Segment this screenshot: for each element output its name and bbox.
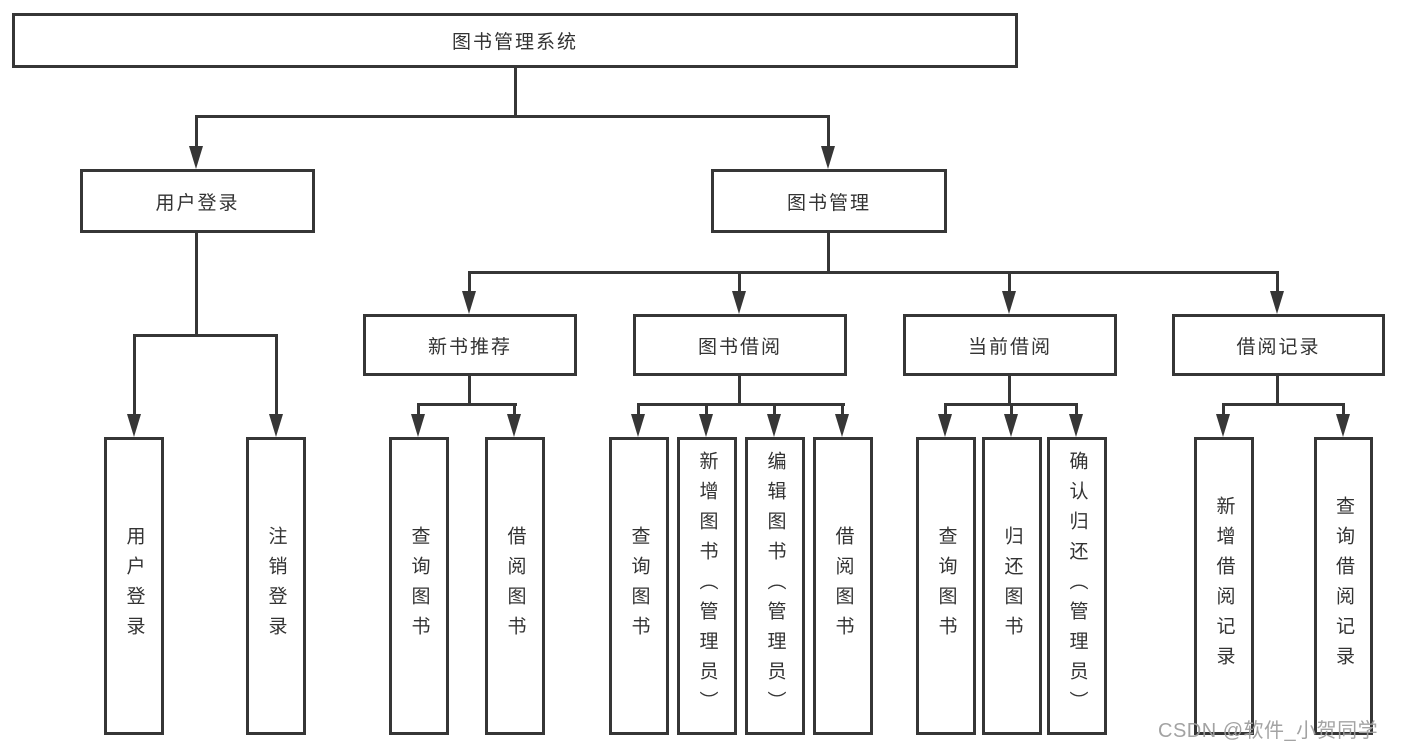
connector-line xyxy=(1075,403,1078,416)
arrowhead xyxy=(1004,414,1018,437)
arrowhead xyxy=(699,414,713,437)
node-label: 新增图书（管理员） xyxy=(696,451,718,721)
connector-line xyxy=(468,271,1279,274)
node-label: 用户登录 xyxy=(123,526,145,646)
node-label: 图书借阅 xyxy=(697,336,782,358)
node-label: 新书推荐 xyxy=(427,336,512,358)
connector-line xyxy=(827,115,830,147)
node-leaf-query-books-current: 查询图书 xyxy=(916,437,976,735)
node-new-book-recommendation: 新书推荐 xyxy=(363,314,577,376)
arrowhead xyxy=(631,414,645,437)
node-leaf-add-books-admin: 新增图书（管理员） xyxy=(677,437,737,735)
node-label: 确认归还（管理员） xyxy=(1066,451,1088,721)
node-leaf-return-books: 归还图书 xyxy=(982,437,1042,735)
connector-line xyxy=(827,233,830,274)
node-label: 编辑图书（管理员） xyxy=(764,451,786,721)
arrowhead xyxy=(821,146,835,169)
connector-line xyxy=(195,115,198,147)
node-label: 借阅图书 xyxy=(504,526,526,646)
node-leaf-user-login: 用户登录 xyxy=(104,437,164,735)
node-leaf-borrow-books-recommend: 借阅图书 xyxy=(485,437,545,735)
node-book-management-branch: 图书管理 xyxy=(711,169,947,233)
node-label: 查询借阅记录 xyxy=(1333,496,1354,676)
csdn-watermark: CSDN @软件_小贺同学 xyxy=(1158,720,1379,742)
connector-line xyxy=(195,233,198,337)
connector-line xyxy=(195,115,830,118)
connector-line xyxy=(514,68,517,118)
node-book-borrowing: 图书借阅 xyxy=(633,314,847,376)
connector-line xyxy=(773,403,776,416)
node-label: 归还图书 xyxy=(1001,526,1023,646)
connector-line xyxy=(1342,403,1345,416)
arrowhead xyxy=(127,414,141,437)
connector-line xyxy=(637,403,640,416)
node-label: 查询图书 xyxy=(408,526,430,646)
node-label: 当前借阅 xyxy=(967,336,1052,358)
node-leaf-logout: 注销登录 xyxy=(246,437,306,735)
connector-line xyxy=(705,403,708,416)
node-borrowing-records: 借阅记录 xyxy=(1172,314,1385,376)
node-label: 借阅图书 xyxy=(832,526,854,646)
node-leaf-confirm-return-admin: 确认归还（管理员） xyxy=(1047,437,1107,735)
arrowhead xyxy=(269,414,283,437)
arrowhead xyxy=(507,414,521,437)
connector-line xyxy=(738,271,741,293)
connector-line xyxy=(133,334,136,415)
arrowhead xyxy=(1336,414,1350,437)
node-leaf-edit-books-admin: 编辑图书（管理员） xyxy=(745,437,805,735)
node-label: 新增借阅记录 xyxy=(1213,496,1235,676)
node-label: 图书管理 xyxy=(786,192,871,214)
node-user-login-branch: 用户登录 xyxy=(80,169,315,233)
node-library-management-system: 图书管理系统 xyxy=(12,13,1018,68)
connector-line xyxy=(637,403,845,406)
node-leaf-query-borrow-record: 查询借阅记录 xyxy=(1314,437,1373,735)
connector-line xyxy=(1222,403,1225,416)
connector-line xyxy=(1008,271,1011,293)
arrowhead xyxy=(1002,291,1016,314)
node-leaf-query-books-recommend: 查询图书 xyxy=(389,437,449,735)
arrowhead xyxy=(938,414,952,437)
node-label: 用户登录 xyxy=(155,192,240,214)
arrowhead xyxy=(189,146,203,169)
node-label: 图书管理系统 xyxy=(451,32,578,53)
connector-line xyxy=(944,403,947,416)
connector-line xyxy=(468,376,471,406)
connector-line xyxy=(1276,376,1279,406)
node-leaf-borrow-books: 借阅图书 xyxy=(813,437,873,735)
connector-line xyxy=(417,403,420,416)
connector-line xyxy=(513,403,516,416)
node-current-borrowing: 当前借阅 xyxy=(903,314,1117,376)
connector-line xyxy=(1008,376,1011,406)
node-label: 查询图书 xyxy=(628,526,650,646)
connector-line xyxy=(133,334,278,337)
arrowhead xyxy=(462,291,476,314)
arrowhead xyxy=(732,291,746,314)
connector-line xyxy=(1276,271,1279,293)
connector-line xyxy=(468,271,471,293)
connector-line xyxy=(417,403,517,406)
node-label: 查询图书 xyxy=(935,526,957,646)
connector-line xyxy=(275,334,278,415)
node-leaf-add-borrow-record: 新增借阅记录 xyxy=(1194,437,1254,735)
connector-line xyxy=(738,376,741,406)
arrowhead xyxy=(835,414,849,437)
arrowhead xyxy=(1270,291,1284,314)
connector-line xyxy=(1222,403,1345,406)
arrowhead xyxy=(1069,414,1083,437)
connector-line xyxy=(1010,403,1013,416)
arrowhead xyxy=(767,414,781,437)
arrowhead xyxy=(411,414,425,437)
node-label: 注销登录 xyxy=(265,526,287,646)
arrowhead xyxy=(1216,414,1230,437)
node-label: 借阅记录 xyxy=(1236,336,1321,358)
node-leaf-query-books-borrowing: 查询图书 xyxy=(609,437,669,735)
connector-line xyxy=(841,403,844,416)
